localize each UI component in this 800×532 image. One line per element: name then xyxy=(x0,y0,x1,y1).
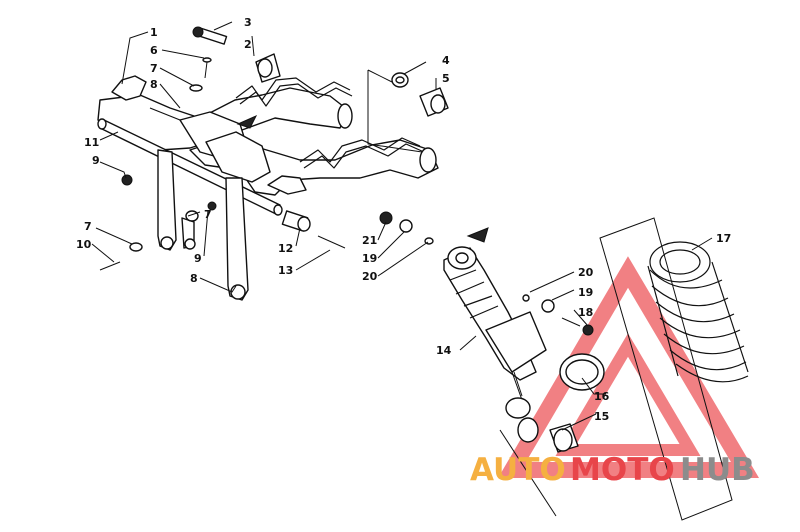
callout-6: 6 xyxy=(150,44,158,57)
callout-15: 15 xyxy=(594,410,609,423)
callout-7-top: 7 xyxy=(150,62,158,75)
callout-7-mid: 7 xyxy=(204,208,212,221)
direction-arrow-shock xyxy=(466,227,489,243)
callout-14: 14 xyxy=(436,344,452,357)
callout-20-right: 20 xyxy=(578,266,594,279)
callout-19-right: 19 xyxy=(578,286,593,299)
callout-16: 16 xyxy=(594,390,610,403)
callout-7-left: 7 xyxy=(84,220,92,233)
callout-11: 11 xyxy=(84,136,99,149)
callout-8-bottom: 8 xyxy=(190,272,198,285)
shock-absorber xyxy=(443,246,605,453)
callout-19-left: 19 xyxy=(362,252,377,265)
direction-arrow-upper xyxy=(236,114,258,129)
callout-8-top: 8 xyxy=(150,78,158,91)
callout-12: 12 xyxy=(278,242,293,255)
callout-3: 3 xyxy=(244,16,252,29)
callout-2: 2 xyxy=(244,38,252,51)
callout-13: 13 xyxy=(278,264,293,277)
callout-4: 4 xyxy=(442,54,450,67)
callout-9-left: 9 xyxy=(92,154,100,167)
callout-9-mid: 9 xyxy=(194,252,202,265)
callout-labels: 1 2 3 4 5 6 7 8 9 11 7 10 7 9 8 12 13 21… xyxy=(76,16,731,423)
watermark-auto: AUTO xyxy=(470,452,566,488)
watermark-hub: HUB xyxy=(680,452,755,488)
leader-lines xyxy=(91,21,733,521)
callout-10: 10 xyxy=(76,238,92,251)
callout-21: 21 xyxy=(362,234,377,247)
callout-20-left: 20 xyxy=(362,270,378,283)
callout-18: 18 xyxy=(578,306,593,319)
callout-1: 1 xyxy=(150,26,158,39)
rear-arm-assembly xyxy=(97,26,489,301)
callout-17: 17 xyxy=(716,232,731,245)
watermark-logo: AUTO MOTO HUB xyxy=(470,452,755,488)
watermark-moto: MOTO xyxy=(570,452,675,488)
coil-spring xyxy=(647,241,749,383)
callout-5: 5 xyxy=(442,72,450,85)
